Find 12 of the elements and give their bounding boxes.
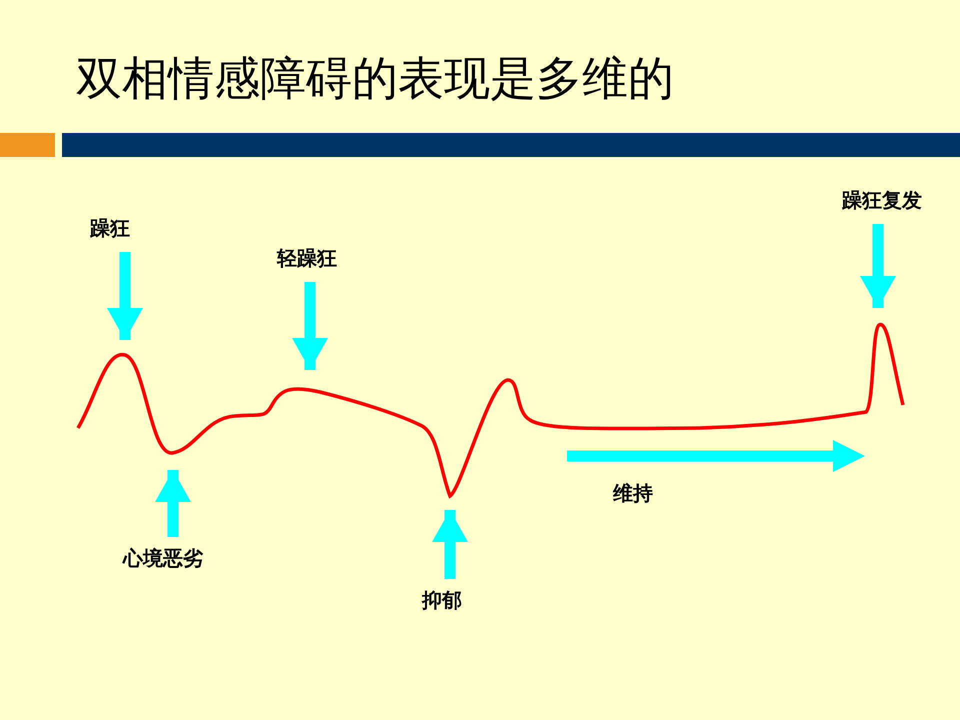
arrow: [155, 470, 191, 537]
arrow: [432, 510, 468, 579]
slide-title: 双相情感障碍的表现是多维的: [76, 50, 674, 107]
phase-label: 抑郁: [422, 587, 462, 614]
arrow: [860, 224, 896, 308]
phase-label: 心境恶劣: [123, 545, 203, 572]
phase-label: 躁狂复发: [842, 187, 922, 214]
phase-label: 维持: [613, 480, 653, 507]
phase-label: 躁狂: [90, 215, 130, 242]
phase-label: 轻躁狂: [277, 245, 337, 272]
arrow: [292, 282, 328, 370]
arrow: [107, 252, 143, 340]
